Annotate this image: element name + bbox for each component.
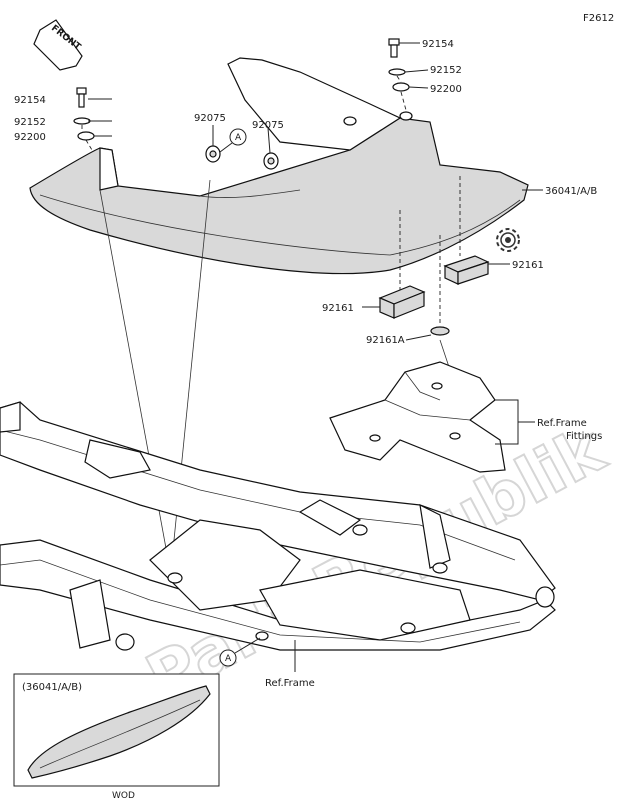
collar-92200-left: [77, 131, 95, 141]
label-36041: 36041/A/B: [545, 186, 597, 197]
seat-cover-part: [29, 57, 529, 275]
callout-a-bottom: A: [219, 637, 261, 667]
label-92154-right: 92154: [422, 39, 454, 50]
front-arrow-icon: FRONT: [33, 19, 83, 71]
damper-92161A: [430, 326, 450, 336]
inset-box: (36041/A/B) WOD: [13, 673, 220, 800]
washer-92152-left: [73, 117, 91, 125]
damper-pad-92161-left: [378, 285, 426, 319]
bolt-92154-left: [76, 87, 87, 108]
label-92075-b: 92075: [252, 120, 284, 131]
bolt-92154-right: [388, 38, 400, 58]
grommet-92075-a: [205, 145, 221, 163]
damper-pad-92161-right: [443, 255, 490, 285]
callout-a-top: A: [219, 128, 247, 153]
label-ref-frame: Ref.Frame: [265, 678, 315, 689]
label-92200-right: 92200: [430, 84, 462, 95]
frame-part: [0, 401, 556, 651]
inset-label: (36041/A/B): [22, 682, 82, 693]
callout-a-bottom-label: A: [225, 654, 232, 664]
label-92161-right: 92161: [512, 260, 544, 271]
label-ref-frame-fittings-2: Fittings: [566, 431, 602, 442]
seat-bracket-part: [329, 361, 506, 473]
collar-92200-right: [392, 82, 410, 92]
callout-a-top-label: A: [235, 133, 242, 143]
wod-label: WOD: [112, 791, 135, 800]
label-92200-left: 92200: [14, 132, 46, 143]
grommet-92075-b: [263, 152, 279, 170]
washer-92152-right: [388, 68, 406, 76]
label-92152-left: 92152: [14, 117, 46, 128]
diagram-code: F2612: [583, 13, 614, 24]
label-92154-left: 92154: [14, 95, 46, 106]
label-ref-frame-fittings-1: Ref.Frame: [537, 418, 587, 429]
label-92161-left: 92161: [322, 303, 354, 314]
label-92152-right: 92152: [430, 65, 462, 76]
label-92075-a: 92075: [194, 113, 226, 124]
gear-icon: [496, 228, 520, 252]
label-92161A: 92161A: [366, 335, 405, 346]
